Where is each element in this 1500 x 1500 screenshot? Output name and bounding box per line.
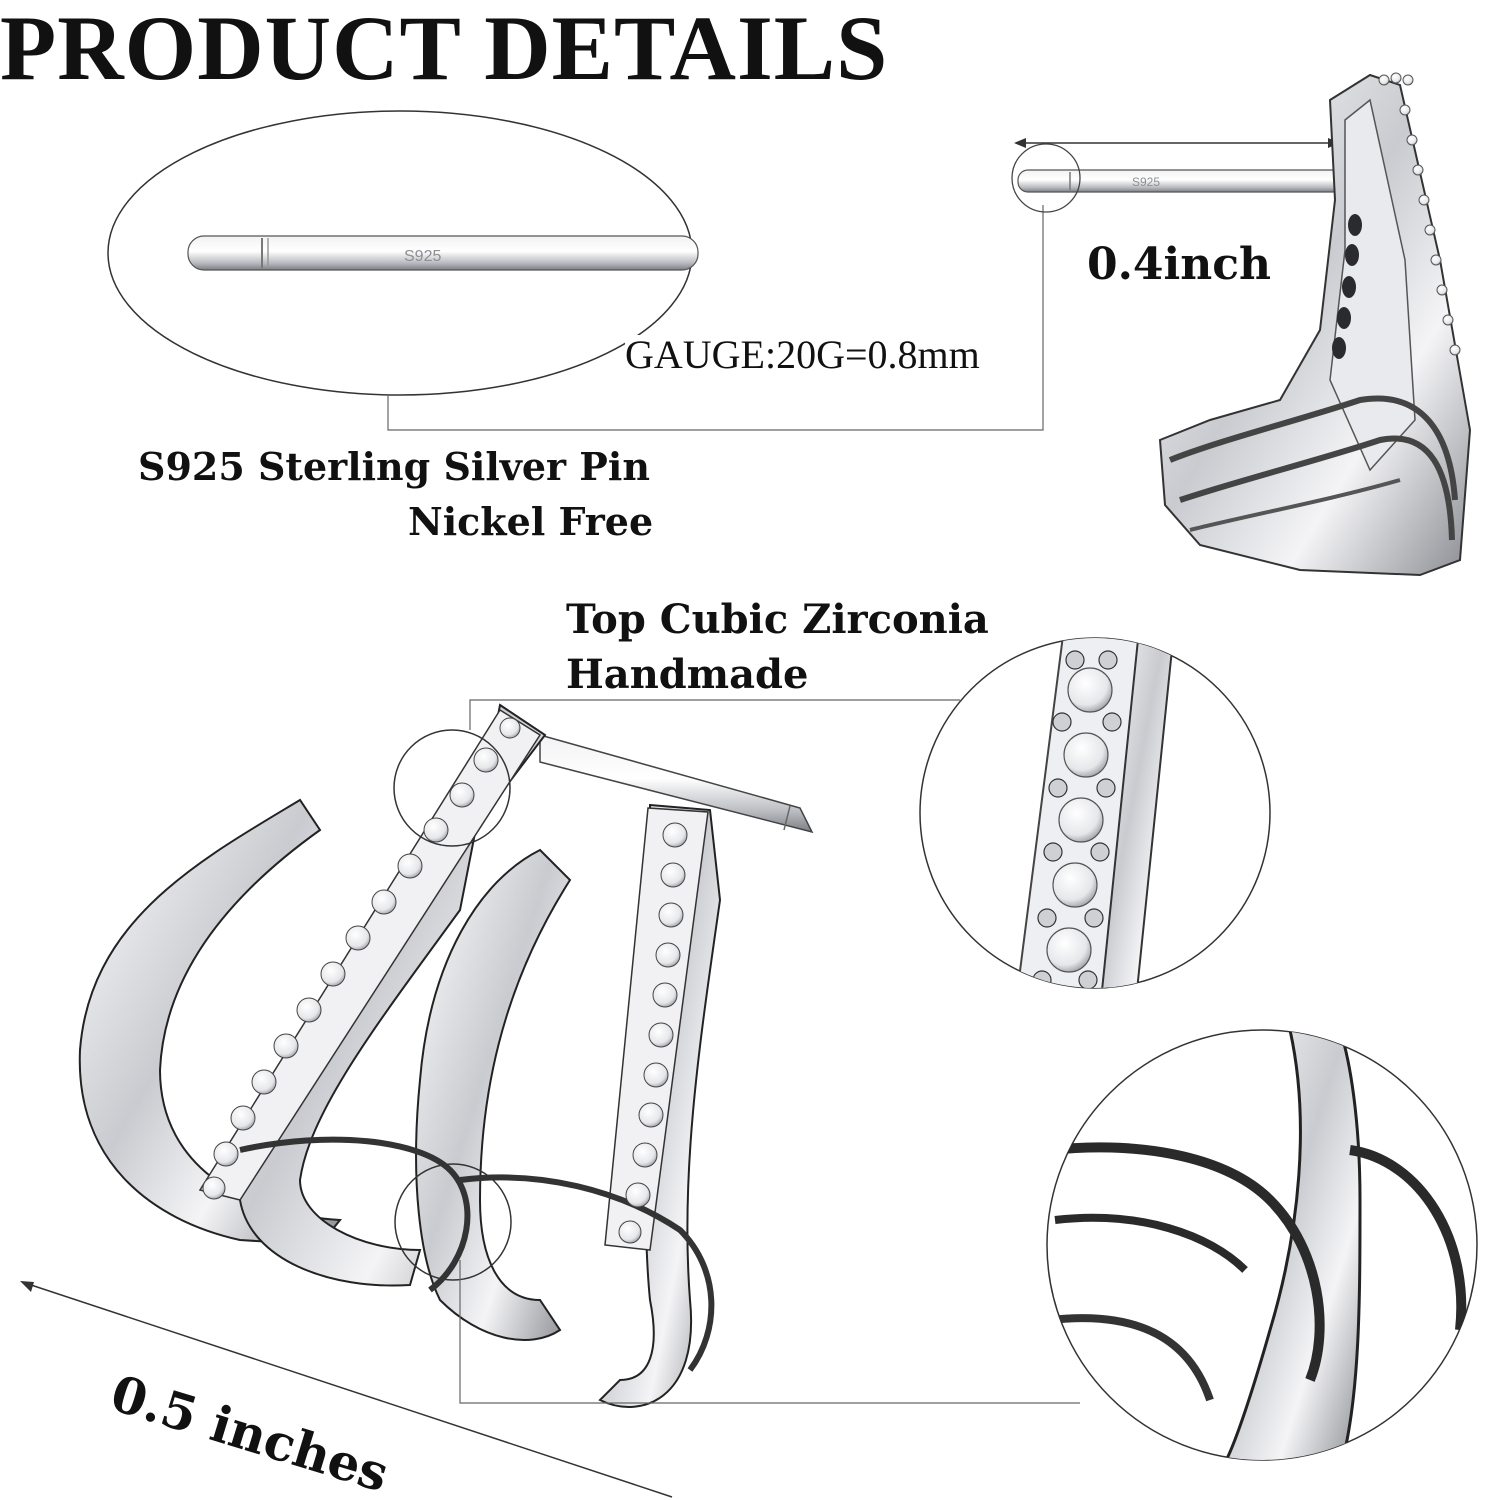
zirconia-label: Top Cubic Zirconia	[566, 596, 989, 643]
nickel-free-label: Nickel Free	[408, 499, 654, 544]
earring-side-view: S925	[1011, 72, 1472, 577]
earring-front-view	[78, 703, 814, 1408]
side-pin-stamp: S925	[1132, 175, 1160, 189]
pin-material-label: S925 Sterling Silver Pin	[138, 444, 650, 489]
gauge-label: GAUGE:20G=0.8mm	[625, 332, 980, 377]
width-dimension-arrow	[20, 1281, 673, 1498]
handmade-label: Handmade	[566, 651, 809, 698]
zoom-circle-loop	[1046, 1029, 1478, 1461]
zoom-connector-lines	[459, 699, 1080, 1404]
zoom-circle-gems	[919, 637, 1271, 989]
length-label: 0.4inch	[1087, 239, 1272, 290]
pin-stamp: S925	[404, 248, 441, 265]
pin-detail-ellipse: S925	[107, 110, 699, 396]
page-title: PRODUCT DETAILS	[0, 0, 889, 99]
pin-connector-lines	[387, 205, 1044, 431]
